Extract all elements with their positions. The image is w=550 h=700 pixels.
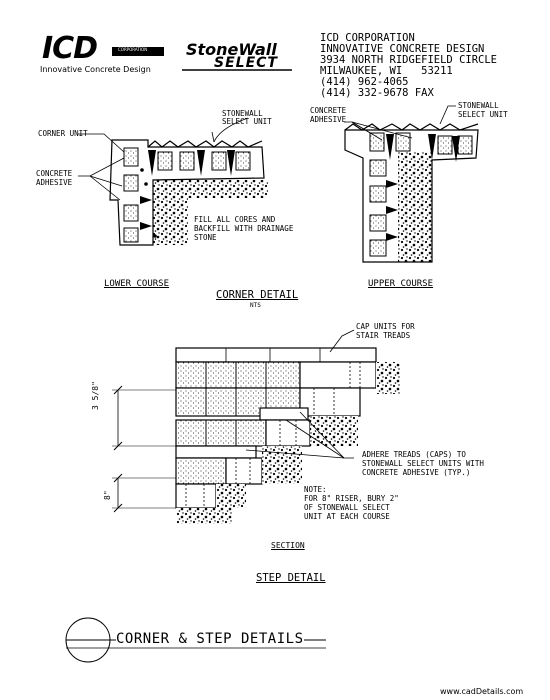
upper-course-drawing — [344, 105, 479, 263]
label-upper-stonewall-1: STONEWALL — [458, 101, 499, 110]
upper-course-caption: UPPER COURSE — [368, 279, 434, 289]
label-lower-adhesive-1: CONCRETE — [36, 169, 73, 178]
stonewall-logo-line2: SELECT — [214, 55, 278, 71]
label-upper-adhesive-1: CONCRETE — [310, 106, 347, 115]
company-phone: (414) 962-4065 — [320, 76, 409, 88]
sheet-title: CORNER & STEP DETAILS — [116, 631, 304, 647]
label-note-4: UNIT AT EACH COURSE — [304, 512, 390, 521]
dimension-upper: 3 5/8" — [91, 381, 100, 410]
website-credit: www.cadDetails.com — [440, 687, 524, 696]
label-note-2: FOR 8" RISER, BURY 2" — [304, 494, 399, 503]
label-note-1: NOTE: — [304, 485, 327, 494]
corner-detail-scale: NTS — [250, 302, 261, 309]
label-adhere-1: ADHERE TREADS (CAPS) TO — [362, 450, 466, 459]
lower-course-drawing — [78, 117, 268, 246]
icd-logo-small: CORPORATION — [118, 47, 148, 52]
icd-logo — [44, 38, 164, 64]
company-fax: (414) 332-9678 FAX — [320, 87, 434, 99]
stonewall-logo-line1: StoneWall — [186, 40, 277, 59]
lower-course-caption: LOWER COURSE — [104, 279, 170, 289]
section-caption: SECTION — [271, 541, 305, 550]
company-city: MILWAUKEE, WI 53211 — [320, 65, 453, 77]
icd-logo-letters: ICD — [42, 31, 98, 66]
icd-logo-block: ICD CORPORATION Innovative Concrete Desi… — [40, 34, 170, 78]
label-lower-stonewall-1: STONEWALL — [222, 109, 263, 118]
label-fill-3: STONE — [194, 233, 217, 242]
label-adhere-2: STONEWALL SELECT UNITS WITH — [362, 459, 484, 468]
label-fill-1: FILL ALL CORES AND — [194, 215, 276, 224]
step-detail-title: STEP DETAIL — [256, 572, 326, 584]
icd-tagline: Innovative Concrete Design — [40, 65, 151, 74]
step-section-drawing — [112, 329, 400, 524]
label-upper-stonewall-2: SELECT UNIT — [458, 110, 508, 119]
label-lower-adhesive-2: ADHESIVE — [36, 178, 73, 187]
label-corner-unit: CORNER UNIT — [38, 129, 88, 138]
label-lower-stonewall-2: SELECT UNIT — [222, 117, 272, 126]
label-cap-1: CAP UNITS FOR — [356, 322, 415, 331]
company-line2: INNOVATIVE CONCRETE DESIGN — [320, 43, 485, 55]
label-adhere-3: CONCRETE ADHESIVE (TYP.) — [362, 468, 471, 477]
label-note-3: OF STONEWALL SELECT — [304, 503, 390, 512]
corner-detail-title: CORNER DETAIL — [216, 289, 299, 301]
label-cap-2: STAIR TREADS — [356, 331, 411, 340]
label-fill-2: BACKFILL WITH DRAINAGE — [194, 224, 294, 233]
company-street: 3934 NORTH RIDGEFIELD CIRCLE — [320, 54, 498, 66]
label-upper-adhesive-2: ADHESIVE — [310, 115, 347, 124]
dimension-lower: 8" — [103, 490, 112, 500]
company-name: ICD CORPORATION — [320, 32, 415, 44]
